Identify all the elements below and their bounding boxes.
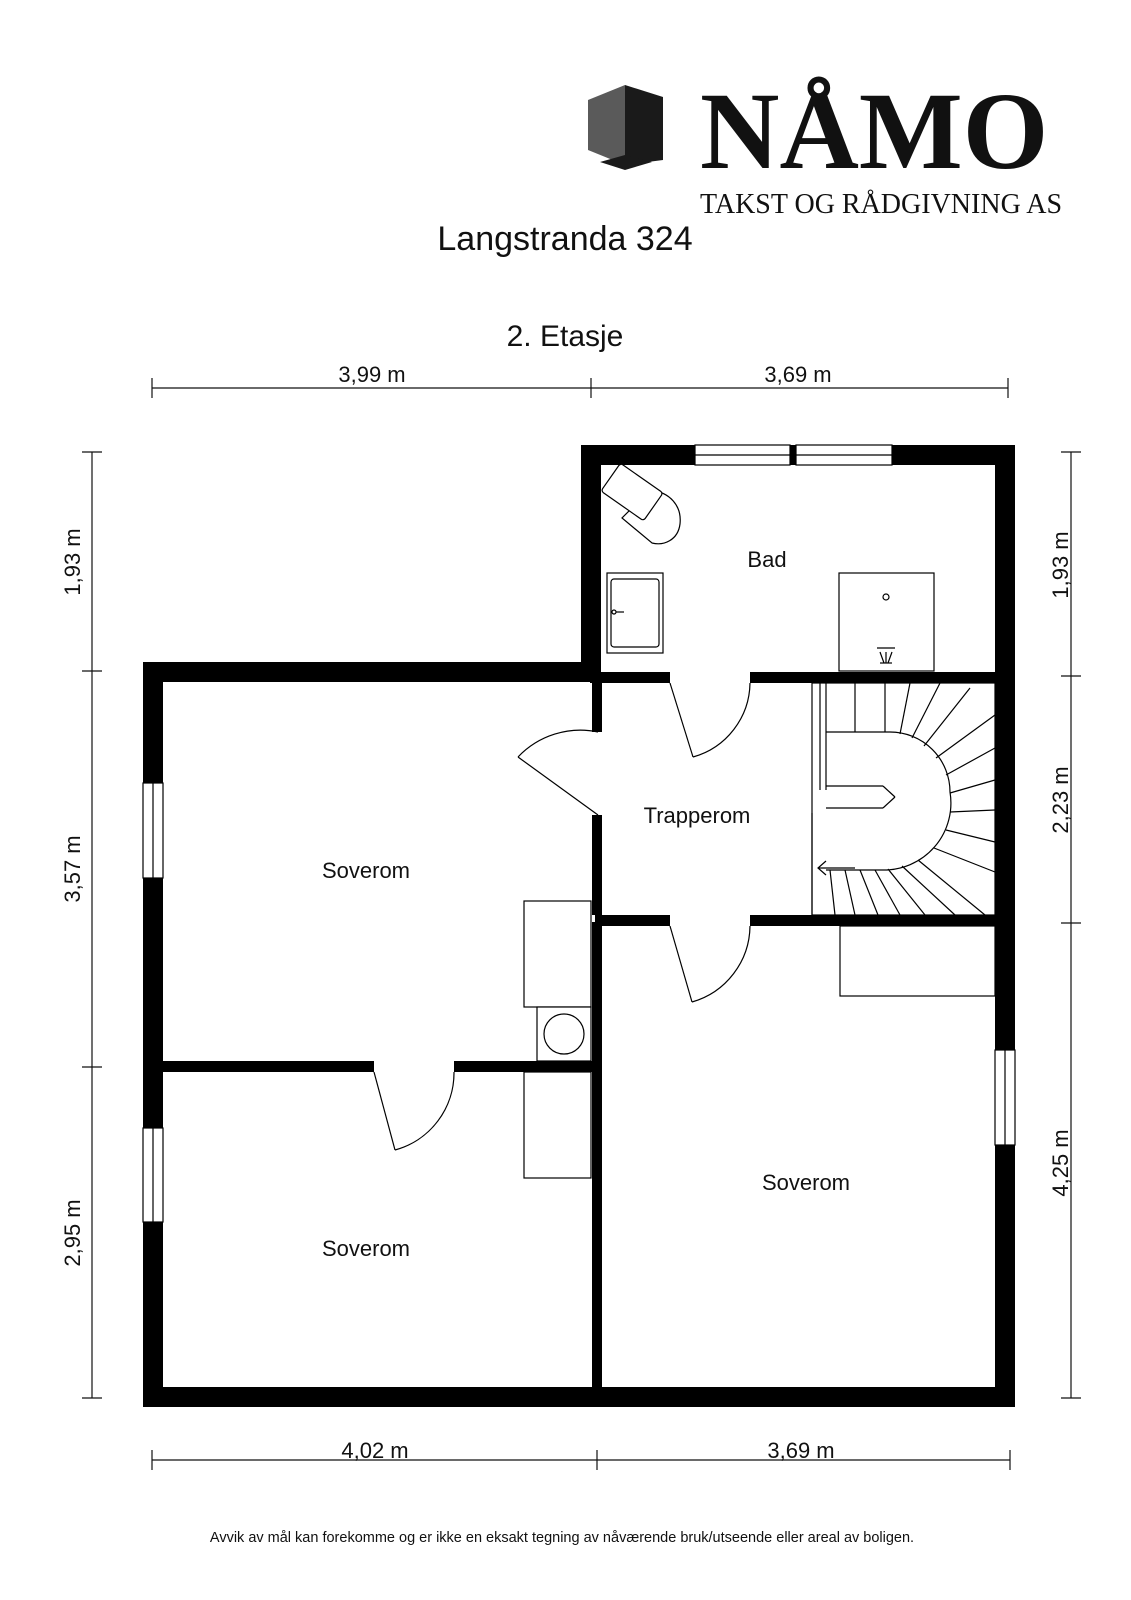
- staircase: [811, 682, 996, 916]
- room-label-bedroom-lower-left: Soverom: [322, 1236, 410, 1261]
- dimension-label-top-left: 3,99 m: [338, 362, 405, 387]
- floor-title: 2. Etasje: [507, 320, 624, 353]
- dimension-label-right-3: 4,25 m: [1048, 1129, 1073, 1196]
- toilet-icon: [601, 463, 681, 545]
- brand-tagline: TAKST OG RÅDGIVNING AS: [700, 189, 1062, 220]
- dimension-label-right-1: 1,93 m: [1048, 531, 1073, 598]
- room-label-bathroom: Bad: [747, 547, 786, 572]
- dimension-label-left-3: 2,95 m: [60, 1199, 85, 1266]
- disclaimer-text: Avvik av mål kan forekomme og er ikke en…: [210, 1530, 914, 1546]
- dimension-label-bottom-right: 3,69 m: [767, 1438, 834, 1463]
- door-right-bedroom: [669, 925, 751, 1003]
- sink-icon: [606, 572, 664, 654]
- room-label-bedroom-right: Soverom: [762, 1170, 850, 1195]
- brand-name: NÅMO: [700, 70, 1048, 192]
- dimension-label-bottom-left: 4,02 m: [341, 1438, 408, 1463]
- door-upper-left-bedroom: [517, 729, 599, 816]
- shower-icon: [838, 572, 935, 672]
- washing-machine-icon: [536, 1006, 592, 1062]
- door-bathroom: [669, 682, 751, 758]
- room-label-bedroom-upper-left: Soverom: [322, 858, 410, 883]
- wardrobe-lower-left: [523, 1071, 592, 1179]
- dimension-label-left-2: 3,57 m: [60, 835, 85, 902]
- wardrobe-upper-left: [523, 900, 592, 1008]
- wardrobe-right-bedroom: [839, 925, 996, 997]
- dimension-label-right-2: 2,23 m: [1048, 766, 1073, 833]
- logo-cube-icon: [588, 85, 663, 170]
- dimension-label-left-1: 1,93 m: [60, 528, 85, 595]
- address-title: Langstranda 324: [437, 220, 692, 258]
- door-lower-left-bedroom: [373, 1071, 455, 1151]
- room-label-stair-room: Trapperom: [644, 803, 751, 828]
- dimension-label-top-right: 3,69 m: [764, 362, 831, 387]
- brand-logo: NÅMO TAKST OG RÅDGIVNING AS: [588, 70, 1062, 220]
